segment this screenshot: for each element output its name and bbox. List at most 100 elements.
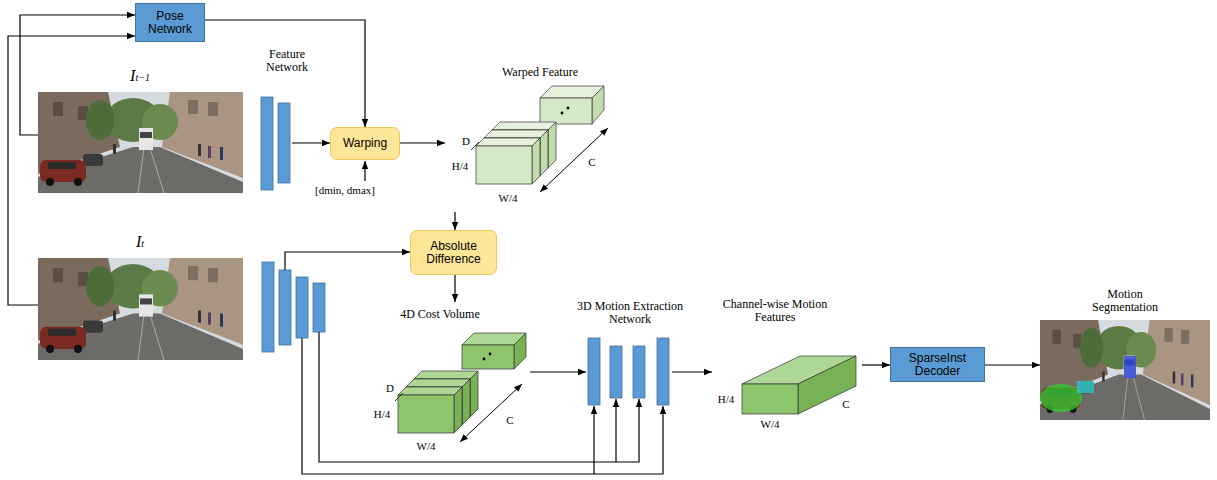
motion-bars <box>588 338 669 405</box>
dimension-tick <box>395 393 403 401</box>
ellipsis-dot <box>483 358 486 361</box>
motion-feature-block <box>742 356 856 414</box>
slab-side <box>470 371 478 417</box>
flow-arrow <box>205 20 365 127</box>
skip-connection <box>319 332 639 462</box>
car-mask <box>1040 384 1082 412</box>
car-mask <box>1077 381 1094 393</box>
box-label: SparseInst Decoder <box>902 352 974 378</box>
flow-arrow <box>8 36 135 305</box>
layer-bar <box>657 338 669 405</box>
flow-arrow <box>454 212 455 230</box>
figure-heading: 4D Cost Volume <box>385 308 495 321</box>
cube-side <box>592 86 604 124</box>
flow-arrow <box>20 15 135 135</box>
layer-bar <box>610 346 622 398</box>
figure-block: It <box>38 258 243 360</box>
block-side <box>798 356 856 414</box>
block-front <box>742 384 798 414</box>
figure-block: Channel-wise Motion Features <box>712 296 862 436</box>
process-box: Pose Network <box>135 3 205 42</box>
dimension-label: H/4 <box>452 160 469 172</box>
figure-block: It−1 <box>38 92 243 193</box>
dimension-arrow <box>540 128 608 192</box>
figure-heading: It <box>120 233 160 253</box>
figure-heading: Feature Network <box>257 48 317 74</box>
figure-block: 4D Cost Volume <box>375 302 530 452</box>
process-box: Absolute Difference <box>410 230 497 275</box>
figure-block: Motion Segmentation <box>1040 320 1210 420</box>
depth-range-arrow <box>364 161 365 181</box>
layer-bar <box>588 338 600 405</box>
figure-heading: Warped Feature <box>490 66 590 79</box>
flow-arrow <box>530 371 586 372</box>
cube-side <box>514 333 526 369</box>
skip-connection <box>593 406 594 474</box>
dimension-arrow <box>460 384 522 442</box>
figure-block: Feature Network <box>260 96 292 191</box>
layer-bar <box>633 346 645 398</box>
dimension-label: H/4 <box>374 408 391 420</box>
slab-front <box>476 146 532 184</box>
box-label: Absolute Difference <box>419 240 489 266</box>
slab-side <box>454 387 462 433</box>
slab-front <box>398 395 454 433</box>
slab-side <box>532 138 540 184</box>
dimension-label: W/4 <box>417 440 436 452</box>
feature-bars <box>262 262 325 352</box>
dimension-label: H/4 <box>718 393 735 405</box>
ellipsis-dot <box>561 112 564 115</box>
slab-top <box>484 130 548 138</box>
skip-connection <box>302 338 663 474</box>
depth-range-label: [dmin, dmax] <box>315 184 375 196</box>
flow-arrow <box>400 142 445 143</box>
skip-connection <box>615 399 616 462</box>
dimension-label: W/4 <box>761 418 780 430</box>
warped-feature-volume <box>476 86 604 184</box>
slab-top <box>406 379 470 387</box>
slab-top <box>398 387 462 395</box>
figure-heading: It−1 <box>120 67 160 87</box>
segmentation-image <box>1040 320 1210 420</box>
tram-mask <box>1124 356 1136 378</box>
flow-arrow <box>292 142 330 143</box>
feature-arrow <box>285 252 410 270</box>
flow-arrow <box>672 371 712 372</box>
dimension-label: W/4 <box>499 192 518 204</box>
layer-bar <box>279 270 291 345</box>
dimension-tick <box>471 142 479 150</box>
dimension-label: D <box>386 382 394 394</box>
dimension-label: C <box>588 156 595 168</box>
cost-volume <box>398 333 526 433</box>
input-image <box>38 92 243 193</box>
box-label: Warping <box>343 137 387 150</box>
dimension-label: C <box>506 414 513 426</box>
slab-side <box>548 122 556 168</box>
figure-heading: Motion Segmentation <box>1080 288 1170 314</box>
figure-heading: Channel-wise Motion Features <box>715 298 835 324</box>
output-image <box>1040 320 1210 420</box>
figure-block: 3D Motion Extraction Network <box>586 298 672 406</box>
flow-arrow <box>985 364 1040 365</box>
layer-bar <box>296 277 308 338</box>
figure-heading: 3D Motion Extraction Network <box>570 300 690 326</box>
flow-arrow <box>862 364 890 365</box>
feature-bars <box>261 97 290 190</box>
flow-arrow <box>454 275 455 302</box>
slab-side <box>462 379 470 425</box>
slab-top <box>414 371 478 379</box>
layer-bar <box>313 283 325 332</box>
dimension-label: D <box>462 135 470 147</box>
layer-bar <box>278 103 290 183</box>
box-label: Pose Network <box>142 10 198 36</box>
slab-top <box>492 122 556 130</box>
dimension-label: C <box>842 398 849 410</box>
ellipsis-dot <box>489 353 492 356</box>
cube-front <box>540 98 592 124</box>
figure-block: Warped Feature <box>445 82 615 212</box>
cube-front <box>462 345 514 369</box>
ellipsis-dot <box>567 107 570 110</box>
layer-bar <box>262 262 274 352</box>
